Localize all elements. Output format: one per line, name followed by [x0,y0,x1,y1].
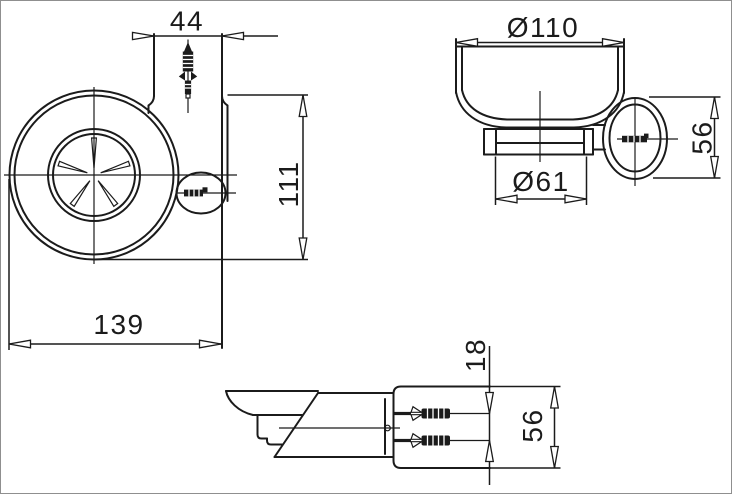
dim-label-44: 44 [170,6,204,37]
front-view: 44 111 139 [4,6,308,350]
wall-anchor-icon [178,39,198,113]
dim-bracket-width: 44 [131,6,278,41]
dim-label-56-bottom: 56 [517,408,548,442]
mount-screw-icon [622,133,649,143]
wall-anchor-top-icon [392,406,491,421]
dim-label-56-side: 56 [687,120,718,154]
side-view: Ø110 Ø61 56 [455,12,721,205]
centerlines [4,87,237,264]
holder-ring [483,124,606,156]
wall-mount-flange [602,97,678,186]
dim-total-width: 139 [8,179,222,350]
screw-boss-ellipse [175,171,236,215]
bottom-view: 18 56 [225,338,561,485]
dim-screw-offset: 18 [460,338,495,485]
dim-label-61: Ø61 [512,166,569,197]
dim-mount-height-side: 56 [649,96,721,179]
dim-label-111: 111 [273,160,304,207]
dim-inner-diameter: Ø61 [494,156,588,205]
dim-label-18: 18 [460,338,491,372]
wall-bracket [147,33,229,349]
wall-plate [392,385,491,469]
dish-bowl [455,38,625,162]
bracket-arm [273,392,400,458]
dim-mount-height-bottom: 56 [490,385,561,469]
dim-label-139: 139 [93,309,144,340]
side-screw-icon [184,187,208,197]
dim-outer-diameter: Ø110 [455,12,625,48]
dim-height: 111 [95,94,308,261]
dish-underside [225,390,319,446]
wall-anchor-bottom-icon [392,433,491,448]
dim-label-110: Ø110 [507,12,579,43]
